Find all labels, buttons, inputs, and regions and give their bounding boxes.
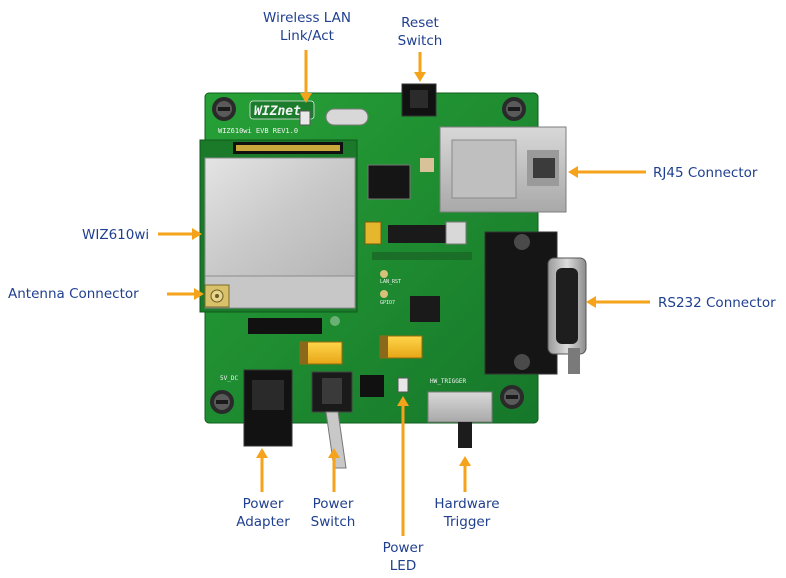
label-wireless-lan-line1: Wireless LAN bbox=[263, 10, 351, 26]
arrow-wireless-lan bbox=[300, 50, 312, 103]
reset-switch-part bbox=[401, 83, 437, 117]
label-hardware-trigger-line1: Hardware bbox=[434, 496, 500, 512]
power-toggle-switch-part bbox=[311, 371, 353, 469]
arrow-power-adapter bbox=[256, 448, 268, 492]
power-led-part bbox=[397, 377, 409, 393]
label-rs232: RS232 Connector bbox=[658, 295, 776, 311]
link-act-led bbox=[299, 110, 311, 126]
hardware-trigger-switch-part bbox=[427, 391, 493, 448]
wiznet-logo: WIZnet WIZ610wi EVB REV1.0 bbox=[218, 100, 315, 135]
model-silkscreen: WIZ610wi EVB REV1.0 bbox=[218, 127, 298, 135]
passive-components bbox=[330, 158, 472, 397]
arrow-power-led bbox=[397, 396, 409, 536]
label-power-switch: Power Switch bbox=[302, 495, 364, 531]
label-reset-switch: Reset Switch bbox=[388, 14, 452, 50]
mounting-screw-bottom-left bbox=[210, 390, 234, 414]
module-pin-header bbox=[236, 145, 340, 151]
lan-rst-silkscreen: LAN_RST bbox=[380, 279, 401, 285]
label-power-led-line2: LED bbox=[389, 558, 417, 574]
main-ic bbox=[367, 164, 411, 200]
crystal-oscillator bbox=[325, 108, 369, 126]
label-power-switch-line1: Power bbox=[312, 496, 354, 512]
label-power-switch-line2: Switch bbox=[310, 514, 356, 530]
tantalum-capacitor-2 bbox=[379, 335, 423, 359]
dc-silkscreen: 5V_DC bbox=[220, 375, 238, 382]
wiz610wi-module bbox=[199, 139, 358, 313]
label-wiz610wi: WIZ610wi bbox=[82, 227, 150, 243]
arrow-hardware-trigger bbox=[459, 456, 471, 492]
hw-trigger-silkscreen: HW_TRIGGER bbox=[430, 378, 467, 385]
bottom-pin-header bbox=[248, 318, 322, 334]
label-reset-switch-line2: Switch bbox=[397, 33, 443, 49]
gpio-silkscreen: GPIO7 bbox=[380, 300, 395, 306]
mounting-screw-top-right bbox=[502, 97, 526, 121]
mounting-screw-top-left bbox=[212, 97, 236, 121]
brand-silkscreen: WIZnet bbox=[254, 104, 301, 119]
label-power-adapter: Power Adapter bbox=[232, 495, 294, 531]
label-power-adapter-line2: Adapter bbox=[236, 514, 290, 530]
callout-arrows bbox=[158, 50, 650, 536]
dc-power-jack bbox=[243, 369, 293, 447]
antenna-connector bbox=[204, 284, 230, 308]
label-power-led-line1: Power bbox=[382, 540, 424, 556]
arrow-reset-switch bbox=[414, 52, 426, 82]
label-power-led: Power LED bbox=[372, 539, 434, 575]
label-reset-switch-line1: Reset bbox=[401, 15, 439, 31]
arrow-rj45 bbox=[568, 166, 646, 178]
label-power-adapter-line1: Power bbox=[242, 496, 284, 512]
label-antenna-connector: Antenna Connector bbox=[8, 286, 139, 302]
rj45-jack bbox=[439, 126, 567, 213]
label-rj45: RJ45 Connector bbox=[653, 165, 758, 181]
mounting-screw-bottom-right bbox=[500, 385, 524, 409]
tantalum-capacitor-1 bbox=[299, 341, 343, 365]
arrow-rs232 bbox=[586, 296, 650, 308]
arrow-wiz610wi bbox=[158, 228, 202, 240]
arrow-antenna bbox=[167, 288, 204, 300]
arrow-power-switch bbox=[328, 448, 340, 492]
label-hardware-trigger: Hardware Trigger bbox=[428, 495, 506, 531]
label-wireless-lan: Wireless LAN Link/Act bbox=[258, 9, 356, 45]
label-wireless-lan-line2: Link/Act bbox=[280, 28, 334, 44]
label-hardware-trigger-line2: Trigger bbox=[443, 514, 491, 530]
db9-connector bbox=[484, 231, 587, 375]
